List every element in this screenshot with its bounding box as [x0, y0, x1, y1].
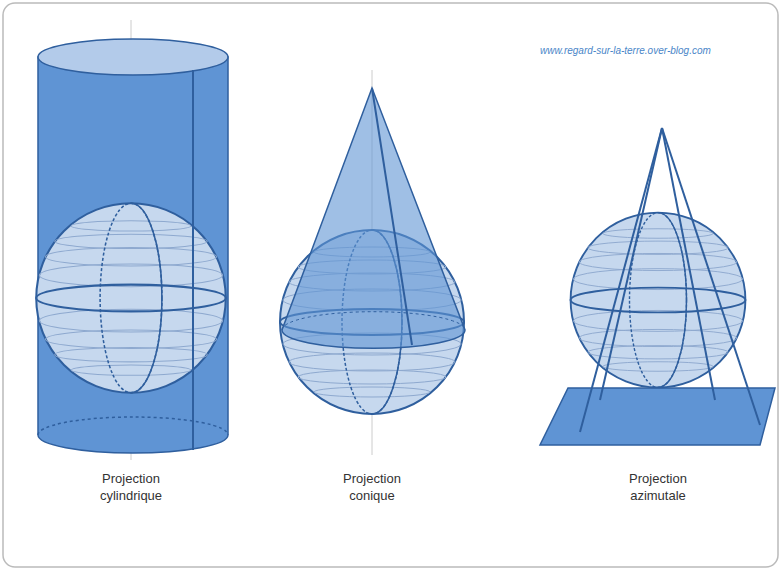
caption-text: Projection conique: [327, 470, 417, 504]
caption-text: Projection cylindrique: [86, 470, 176, 504]
caption-text: Projection azimutale: [613, 470, 703, 504]
watermark: www.regard-sur-la-terre.over-blog.com: [540, 42, 770, 59]
